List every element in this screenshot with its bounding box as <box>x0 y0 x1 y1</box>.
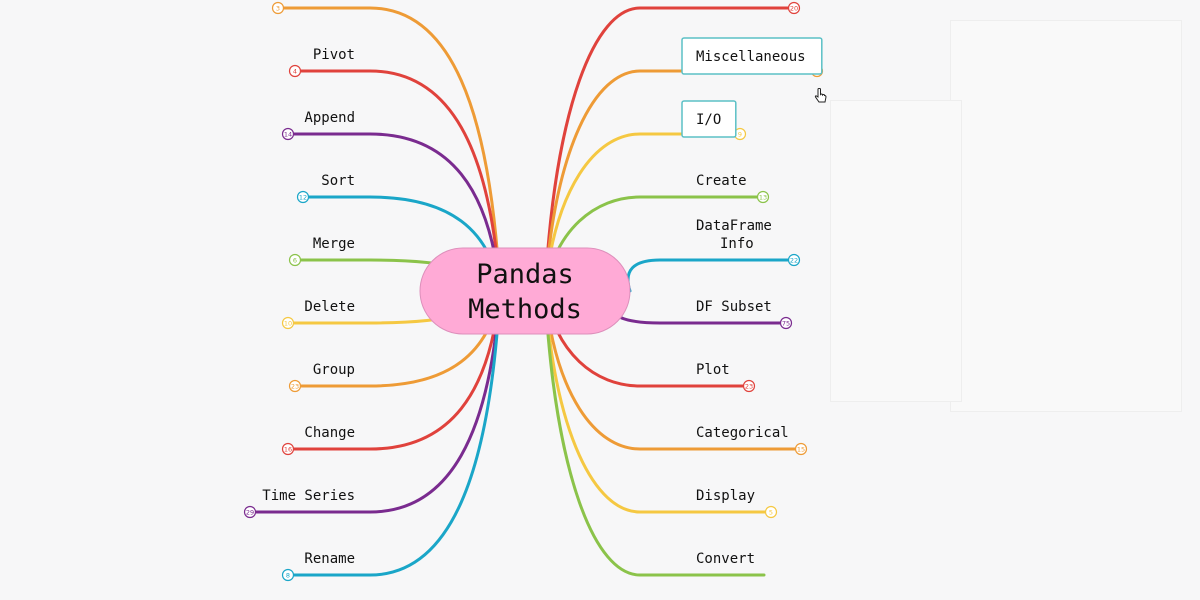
topic-count: 3 <box>276 5 280 13</box>
topic-delete[interactable]: 10 Delete <box>281 299 356 330</box>
background-panel <box>830 100 962 402</box>
topic-count: 14 <box>284 131 292 139</box>
topic-label: Append <box>304 110 355 126</box>
topic-label: Convert <box>696 551 755 567</box>
branch-connector-pivot <box>299 69 502 293</box>
topic-count-badge[interactable] <box>288 379 302 393</box>
topic-unlabeled[interactable]: 3 <box>271 1 285 15</box>
topic-count: 5 <box>769 509 773 517</box>
topic-label: Sort <box>321 173 355 189</box>
topic-pivot[interactable]: 4 Pivot <box>288 47 356 78</box>
topic-count-badge[interactable] <box>787 1 801 15</box>
hand-cursor-icon <box>814 88 827 103</box>
topic-count-badge[interactable] <box>281 442 295 456</box>
topic-count: 75 <box>782 320 790 328</box>
topic-create[interactable]: 13 Create <box>696 173 770 204</box>
topic-count: 10 <box>284 320 292 328</box>
topic-change[interactable]: 16 Change <box>281 425 356 456</box>
background-panel <box>950 20 1182 412</box>
branch-connector-dataframe-info <box>626 258 790 293</box>
topic-label: Display <box>696 488 755 504</box>
topic-count: 20 <box>790 5 798 13</box>
branch-connector-display <box>543 289 767 514</box>
topic-selection-box[interactable] <box>681 100 737 138</box>
topic-count-badge[interactable] <box>281 127 295 141</box>
topic-label: I/O <box>696 112 721 128</box>
central-topic-shape[interactable] <box>419 247 631 335</box>
topic-df-subset[interactable]: 75 DF Subset <box>696 299 793 330</box>
topic-arithmetic[interactable]: 20Arithmetic <box>696 0 801 15</box>
topic-count-badge[interactable] <box>764 505 778 519</box>
topic-label: Change <box>304 425 355 441</box>
topic-label: Create <box>696 173 747 189</box>
topic-count-badge[interactable] <box>288 253 302 267</box>
topic-label: Rename <box>304 551 355 567</box>
topic-count-badge[interactable] <box>794 442 808 456</box>
topic-label: Delete <box>304 299 355 315</box>
topic-count-badge[interactable] <box>779 316 793 330</box>
topic-label: Plot <box>696 362 730 378</box>
topic-count-badge[interactable] <box>787 253 801 267</box>
topic-count-badge[interactable] <box>271 1 285 15</box>
topic-i-o[interactable]: 9 I/O <box>681 100 747 141</box>
topic-rename[interactable]: 8 Rename <box>281 551 356 582</box>
topic-count: 12 <box>299 194 307 202</box>
topic-selection-box[interactable] <box>681 37 823 75</box>
topic-plot[interactable]: 23 Plot <box>696 362 756 393</box>
topic-count: 29 <box>246 509 254 517</box>
central-topic-line2: Methods <box>468 294 582 325</box>
topic-merge[interactable]: 6 Merge <box>288 236 356 267</box>
branch-connector-arithmetic <box>543 6 790 293</box>
topic-label: Pivot <box>313 47 355 63</box>
branch-connector-convert <box>543 289 766 577</box>
topic-append[interactable]: 14 Append <box>281 110 356 141</box>
topic-count-badge[interactable] <box>296 190 310 204</box>
topic-count-badge[interactable] <box>742 379 756 393</box>
topic-sort[interactable]: 12 Sort <box>296 173 356 204</box>
topic-miscellaneous[interactable]: 26Miscellaneous <box>681 37 824 78</box>
topic-count: 23 <box>291 383 299 391</box>
central-topic[interactable]: Pandas Methods <box>419 247 631 335</box>
topic-count-badge[interactable] <box>281 568 295 582</box>
branch-connector-miscellaneous <box>543 69 813 293</box>
topic-label: Merge <box>313 236 355 252</box>
topic-count: 16 <box>284 446 292 454</box>
topic-count-badge[interactable] <box>756 190 770 204</box>
branch-connector-unlabeled <box>282 6 502 293</box>
topic-count: 4 <box>293 68 297 76</box>
topic-label: Miscellaneous <box>696 49 806 65</box>
topic-count: 15 <box>797 446 805 454</box>
topic-count: 23 <box>745 383 753 391</box>
branch-connector-rename <box>292 289 502 577</box>
topic-label: Categorical <box>696 425 789 441</box>
topic-count-badge[interactable] <box>288 64 302 78</box>
topic-count: 8 <box>286 572 290 580</box>
topic-label: DataFrame <box>696 218 772 234</box>
topic-categorical[interactable]: 15 Categorical <box>696 425 808 456</box>
topic-count: 9 <box>738 131 742 139</box>
topic-count: 22 <box>790 257 798 265</box>
topic-group[interactable]: 23 Group <box>288 362 356 393</box>
branch-connector-time-series <box>254 289 502 514</box>
topic-display[interactable]: 5 Display <box>696 488 778 519</box>
topic-convert[interactable]: Convert <box>696 551 755 567</box>
topic-count-badge[interactable] <box>281 316 295 330</box>
topic-count: 13 <box>759 194 767 202</box>
topic-time-series[interactable]: 29 Time Series <box>243 488 356 519</box>
topic-count-badge[interactable] <box>243 505 257 519</box>
central-topic-line1: Pandas <box>476 259 574 290</box>
topic-label: DF Subset <box>696 299 772 315</box>
topic-label: Group <box>313 362 355 378</box>
topic-count: 6 <box>293 257 297 265</box>
topic-label: Info <box>720 236 754 252</box>
topic-label: Time Series <box>262 488 355 504</box>
